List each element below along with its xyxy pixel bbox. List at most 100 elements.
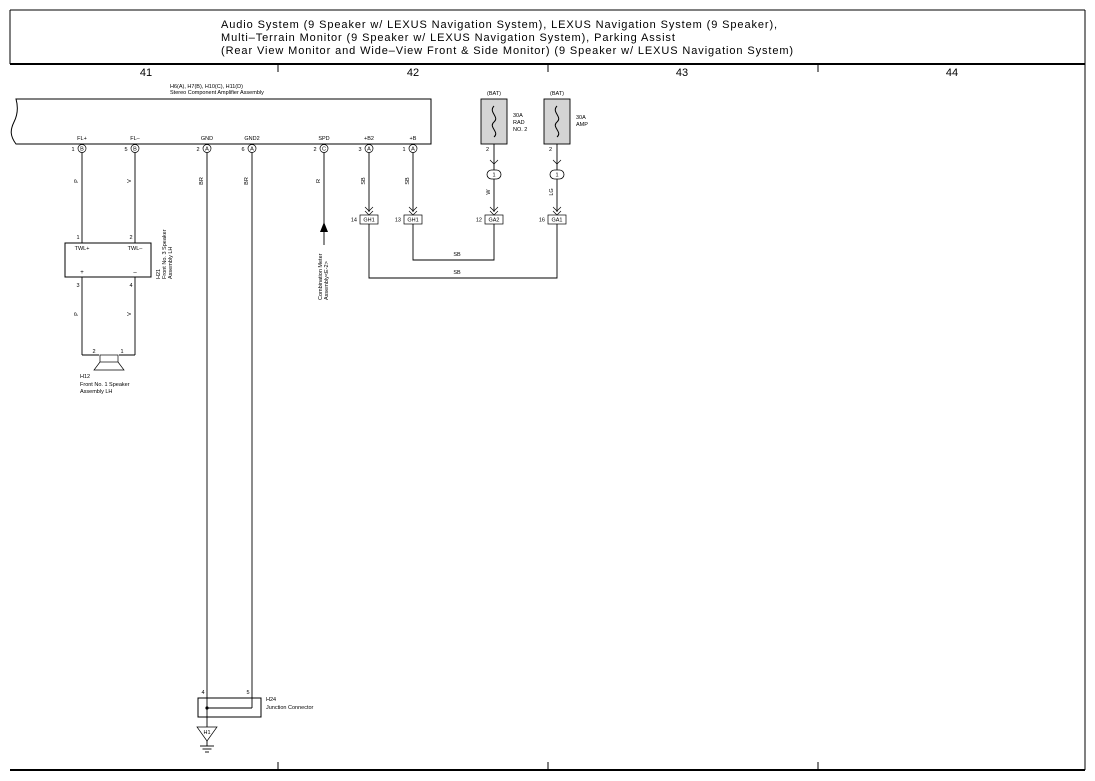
title-line-1: Audio System (9 Speaker w/ LEXUS Navigat… <box>221 19 778 31</box>
splice-point <box>549 169 565 180</box>
connector-pin: 12 <box>476 218 482 224</box>
connector-letter: B <box>133 147 137 153</box>
connector-pin: 14 <box>351 218 357 224</box>
bus-wire-lower: SB <box>368 224 558 279</box>
wire-color: LG <box>549 188 555 195</box>
junction-id: H24 <box>266 697 276 703</box>
combination-meter-line-2: Assembly<E-2> <box>324 261 330 300</box>
fuse-amp: (BAT) 30A AMP 2 1 LG GA1 16 <box>539 91 588 225</box>
fuse-label-line-1: 30A <box>576 115 586 121</box>
speaker-name-1: Front No. 1 Speaker <box>80 382 130 388</box>
splice-number: 1 <box>555 173 558 179</box>
diagram-title: Audio System (9 Speaker w/ LEXUS Navigat… <box>221 19 793 57</box>
pin-number: 6 <box>241 147 244 153</box>
junction-pin-2: 5 <box>246 690 249 696</box>
connector-chevron-icon <box>552 159 562 165</box>
grid-column-labels: 41 42 43 44 <box>140 67 958 79</box>
splice-point <box>486 169 502 180</box>
junction-body <box>197 697 262 718</box>
pin-bottom-1: 3 <box>76 283 79 289</box>
connector-letter: B <box>80 147 84 153</box>
connector-gh1-14: GH1 14 <box>351 206 379 225</box>
wire-color: P <box>74 179 80 183</box>
junction-pin-1: 4 <box>201 690 204 696</box>
pin-name: FL– <box>130 136 140 142</box>
wire-spd: R <box>316 152 328 245</box>
tweeter-h21: 1 2 TWL+ TWL– + – H21 Front No. 3 Speake… <box>64 229 174 355</box>
wire-color: W <box>486 189 492 195</box>
wire-color: R <box>316 179 322 183</box>
pin-number: 2 <box>313 147 316 153</box>
connector-code: GA2 <box>488 218 499 224</box>
tweeter-name-1: Front No. 3 Speaker <box>162 229 168 279</box>
wire-fl-plus: P <box>74 152 83 243</box>
fuse-label-line-3: NO. 2 <box>513 127 527 133</box>
ground-icon <box>200 741 214 753</box>
polarity-minus: – <box>133 270 137 276</box>
wire-color: SB <box>453 270 461 276</box>
grid-col-42: 42 <box>407 67 419 79</box>
title-line-2: Multi–Terrain Monitor (9 Speaker w/ LEXU… <box>221 32 676 44</box>
terminal-1: TWL+ <box>75 246 90 252</box>
pin-number: 3 <box>358 147 361 153</box>
wire-fl-minus: V <box>127 152 136 243</box>
tweeter-name-2: Assembly LH <box>168 247 174 279</box>
fuse-label-line-2: AMP <box>576 122 588 128</box>
grid-col-41: 41 <box>140 67 152 79</box>
combination-meter-line-1: Combination Meter <box>318 253 324 300</box>
grid-col-43: 43 <box>676 67 688 79</box>
connector-letter: A <box>205 147 209 153</box>
fuse-icon <box>491 105 497 138</box>
fuse-source: (BAT) <box>487 91 501 97</box>
speaker-id: H12 <box>80 374 90 380</box>
pin-name: GND <box>201 136 213 142</box>
pin-name: GND2 <box>244 136 259 142</box>
wire-gnd2: BR <box>244 152 253 708</box>
connector-code: GH1 <box>363 218 374 224</box>
amplifier-assembly: H6(A), H7(B), H10(C), H11(D) Stereo Comp… <box>10 84 432 145</box>
fuse-label-line-1: 30A <box>513 113 523 119</box>
connector-letter: C <box>322 147 326 153</box>
speaker-h12: 2 1 H12 Front No. 1 Speaker Assembly LH <box>80 349 135 395</box>
wire-color: SB <box>453 252 461 258</box>
pin-number: 1 <box>402 147 405 153</box>
pin-number: 1 <box>71 147 74 153</box>
wire-color: BR <box>199 177 205 185</box>
wire-color: SB <box>405 177 411 185</box>
polarity-plus: + <box>80 270 84 276</box>
pin-name: SPD <box>318 136 329 142</box>
connector-letter: A <box>250 147 254 153</box>
arrow-up-icon <box>320 222 328 232</box>
ground-h1: H1 <box>196 726 218 753</box>
fuse-label-line-2: RAD <box>513 120 525 126</box>
fuse-icon <box>554 105 560 138</box>
connector-letter: A <box>411 147 415 153</box>
pin-top-2: 2 <box>129 235 132 241</box>
speaker-pin-1: 2 <box>92 349 95 355</box>
pin-name: +B <box>410 136 417 142</box>
amplifier-name: Stereo Component Amplifier Assembly <box>170 90 264 96</box>
connector-code: GH1 <box>407 218 418 224</box>
wire-color: SB <box>361 177 367 185</box>
terminal-2: TWL– <box>128 246 144 252</box>
connector-pin: 16 <box>539 218 545 224</box>
grid-col-44: 44 <box>946 67 958 79</box>
bus-wire-upper: SB <box>412 224 495 261</box>
diagram-frame <box>9 9 1086 771</box>
fuse-source: (BAT) <box>550 91 564 97</box>
junction-name: Junction Connector <box>266 705 314 711</box>
speaker-name-2: Assembly LH <box>80 389 112 395</box>
pin-number: 2 <box>196 147 199 153</box>
fuse-rad-no2: (BAT) 30A RAD NO. 2 2 1 W GA2 12 <box>476 91 527 225</box>
tweeter-id: H21 <box>156 269 162 279</box>
speaker-pin-2: 1 <box>120 349 123 355</box>
pin-top-1: 1 <box>76 235 79 241</box>
tweeter-body <box>64 242 152 278</box>
amplifier-body <box>10 98 432 145</box>
speaker-icon <box>93 354 125 371</box>
connector-letter: A <box>367 147 371 153</box>
ground-id: H1 <box>203 730 210 736</box>
wire-color-1: P <box>74 312 80 316</box>
pin-number: 5 <box>124 147 127 153</box>
